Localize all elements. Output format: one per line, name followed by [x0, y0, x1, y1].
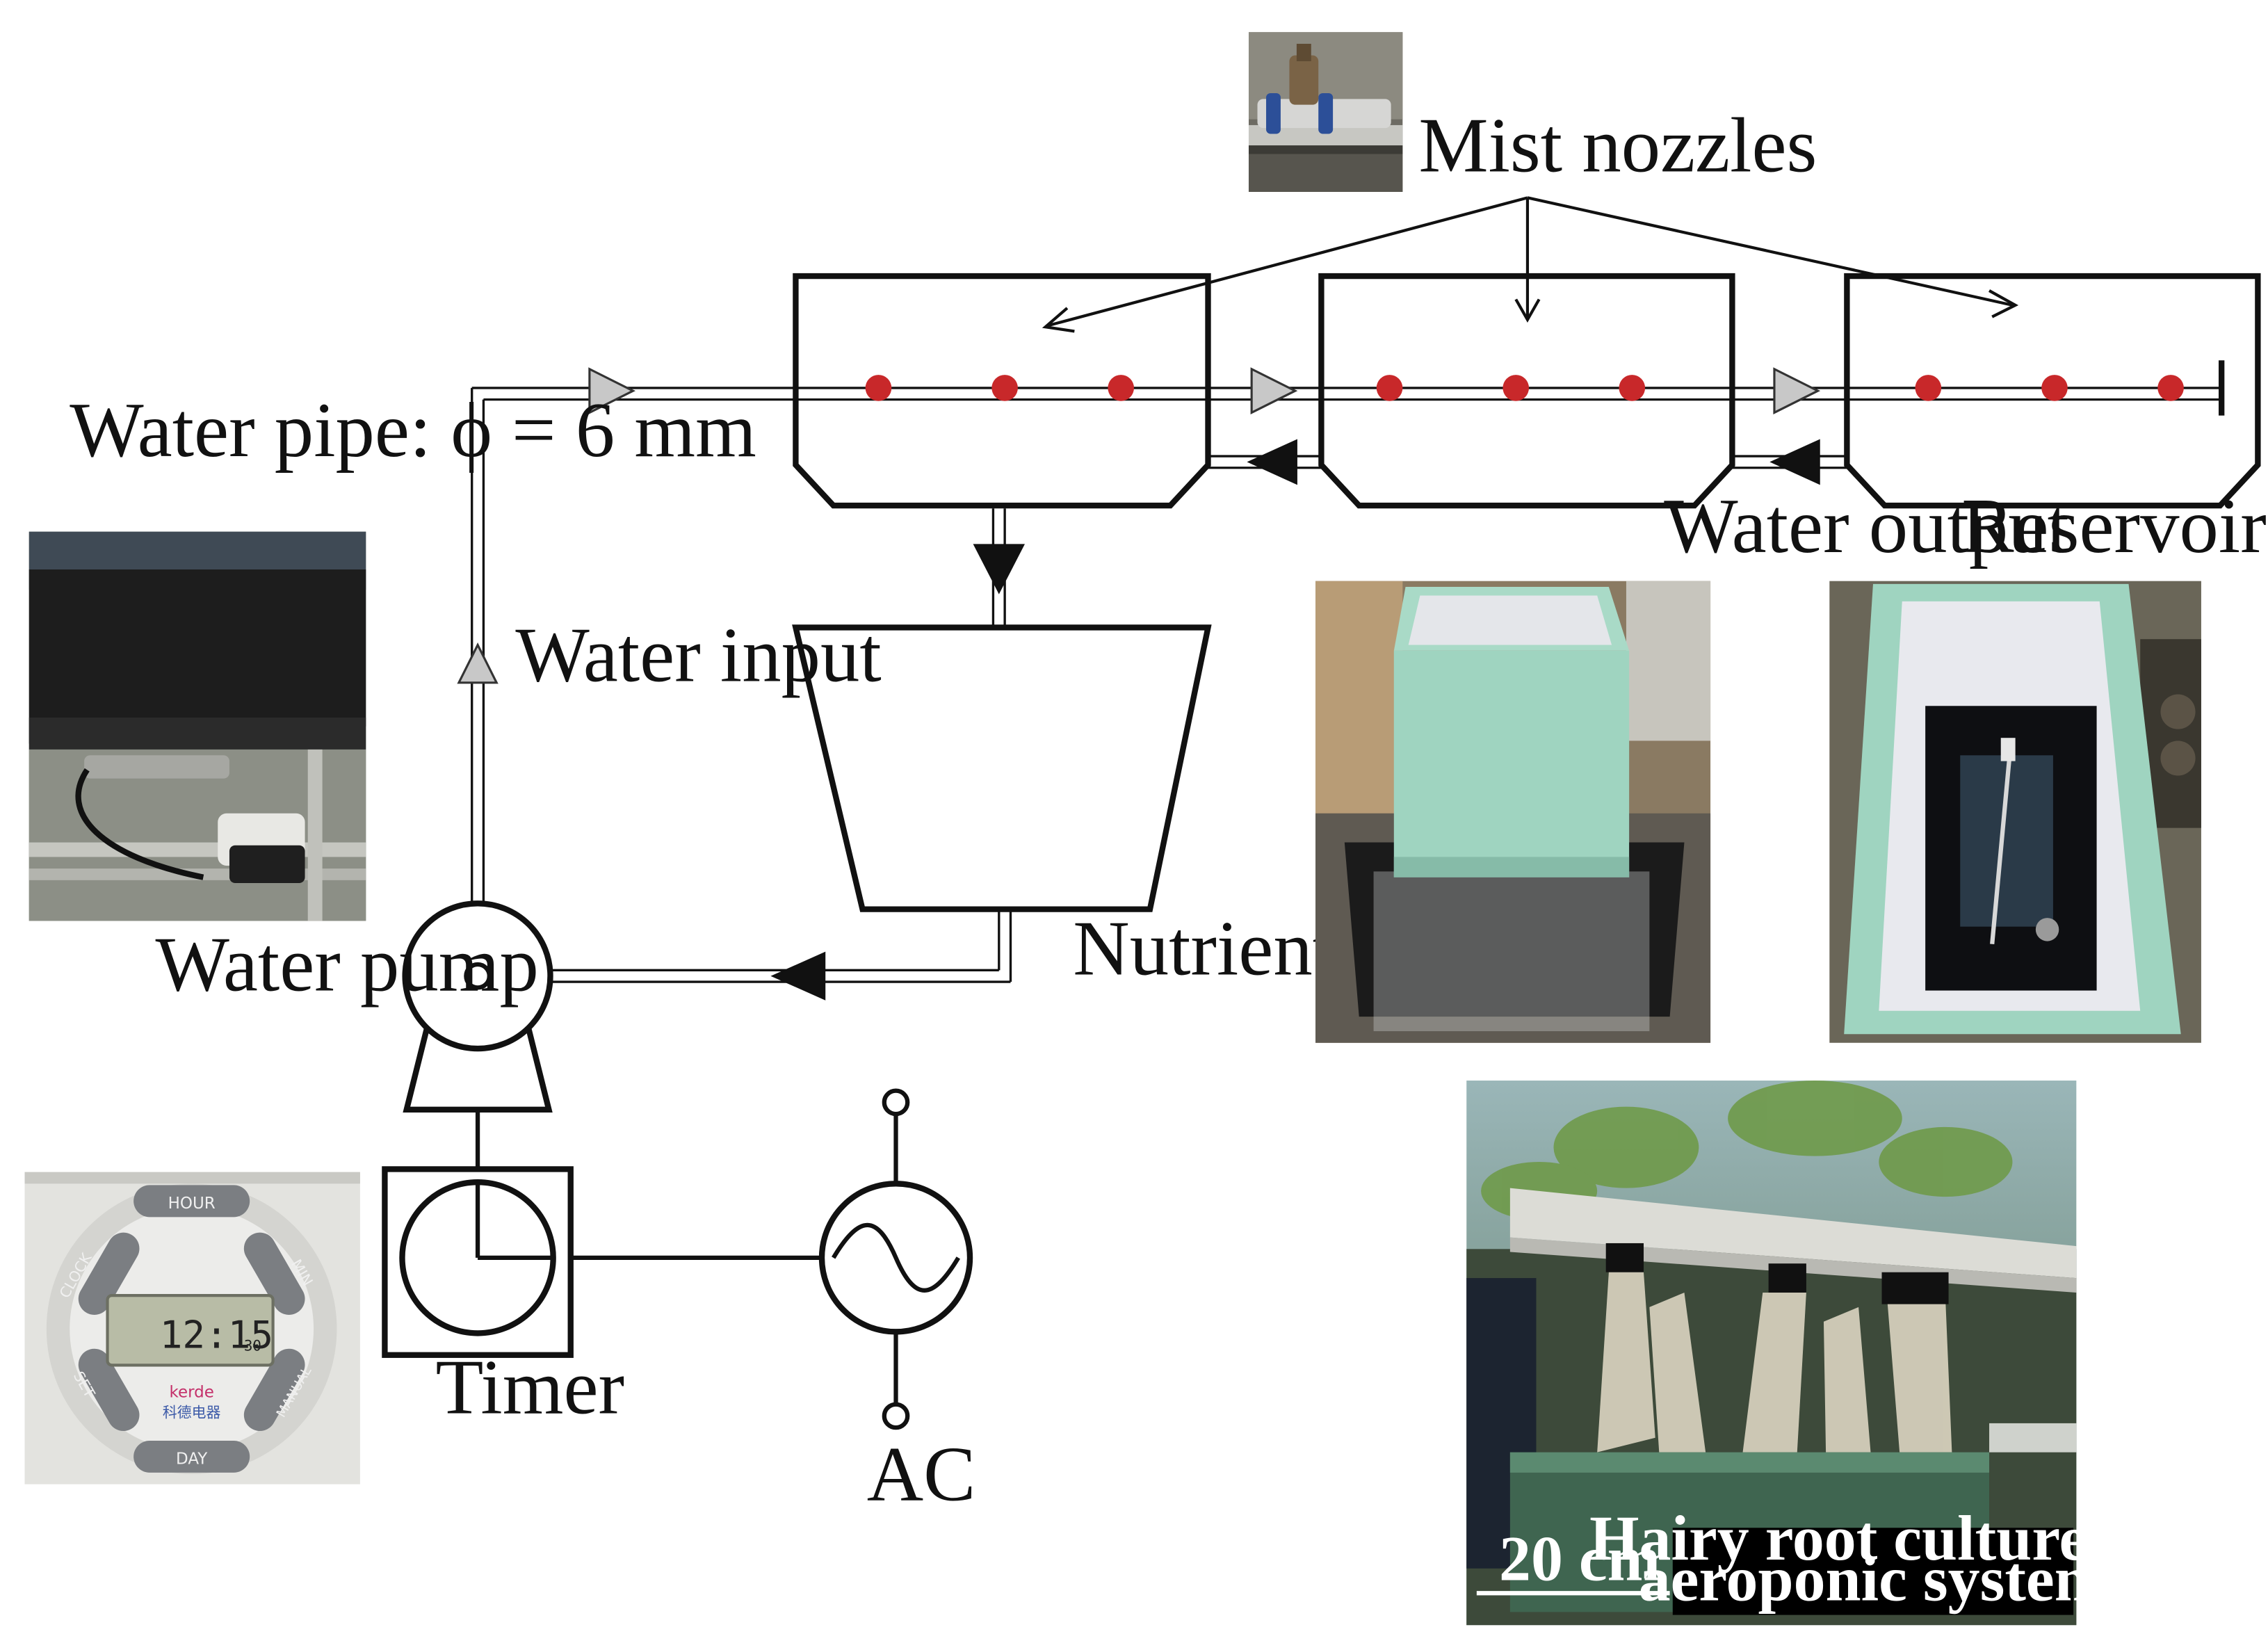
label-ac: AC [867, 1432, 976, 1518]
label-timer: Timer [436, 1344, 625, 1430]
label-water-input: Water input [515, 613, 881, 699]
nozzle [2157, 375, 2184, 401]
arrow-down-drain [973, 544, 1025, 595]
flow-arrows-return [770, 439, 1820, 1001]
photo-digital-timer: HOUR MIN MANUAL DAY SET CLOCK 12:15 30 k… [24, 1172, 360, 1485]
ac-source-symbol [818, 1088, 973, 1430]
arrow-up-water-input [457, 642, 499, 684]
label-water-pipe: Water pipe: ϕ = 6 mm [70, 387, 756, 474]
arrow-right-3 [1773, 367, 1821, 414]
photo-hairy-root-culture: Hairy root culture in aeroponic system 2… [1466, 1081, 2157, 1626]
hairy-root-caption-line1: Hairy root culture in [1589, 1503, 2157, 1574]
arrow-left-to-pump [770, 951, 826, 1001]
nozzle [2041, 375, 2068, 401]
arrow-right-1 [588, 367, 636, 414]
trough-2 [1318, 273, 1735, 509]
label-mist-nozzles: Mist nozzles [1418, 103, 1817, 189]
arrow-left-return-2 [1769, 439, 1820, 485]
timer-brand: kerde [169, 1383, 213, 1401]
arrow-left-return-1 [1247, 439, 1297, 485]
timer-lcd [106, 1294, 275, 1367]
trough-1 [793, 273, 1211, 509]
flow-arrows-supply [457, 367, 1821, 684]
mist-nozzle-pointers [1042, 196, 2019, 333]
label-water-output: Water output [1664, 483, 2069, 569]
timer-buttons-ring [78, 1185, 305, 1473]
timer-btn-hour: HOUR [168, 1195, 216, 1213]
nozzle [1502, 375, 1530, 401]
label-reservoir: Reservoir [1961, 483, 2266, 569]
scale-bar-label: 20 cm [1499, 1523, 1660, 1594]
photo-mist-nozzle [1248, 32, 1403, 192]
mist-nozzles [865, 375, 2184, 401]
growth-troughs [793, 273, 2261, 509]
photo-reservoir-box [1829, 581, 2201, 1043]
photo-water-pump [29, 531, 366, 921]
timer-brand-cn: 科德电器 [163, 1405, 221, 1421]
photo-nutrient-tank-box [1315, 581, 1711, 1043]
nozzle [1108, 375, 1134, 401]
water-pump-symbol [402, 900, 553, 1170]
nozzle [1376, 375, 1403, 401]
timer-symbol [382, 1166, 574, 1358]
nozzle [1915, 375, 1942, 401]
hairy-root-caption-box [1672, 1528, 2074, 1615]
timer-btn-day: DAY [176, 1450, 208, 1468]
nozzle [991, 375, 1018, 401]
timer-lcd-seconds: 30 [244, 1337, 261, 1354]
nozzle [865, 375, 892, 401]
label-water-pump: Water pump [155, 922, 538, 1008]
nozzle [1619, 375, 1646, 401]
hairy-root-caption-line2: aeroponic system [1639, 1544, 2108, 1615]
nutrient-tank [792, 624, 1212, 912]
timer-lcd-reading: 12:15 [160, 1313, 273, 1357]
trough-3-reservoir [1844, 273, 2261, 509]
arrow-right-2 [1250, 367, 1298, 414]
